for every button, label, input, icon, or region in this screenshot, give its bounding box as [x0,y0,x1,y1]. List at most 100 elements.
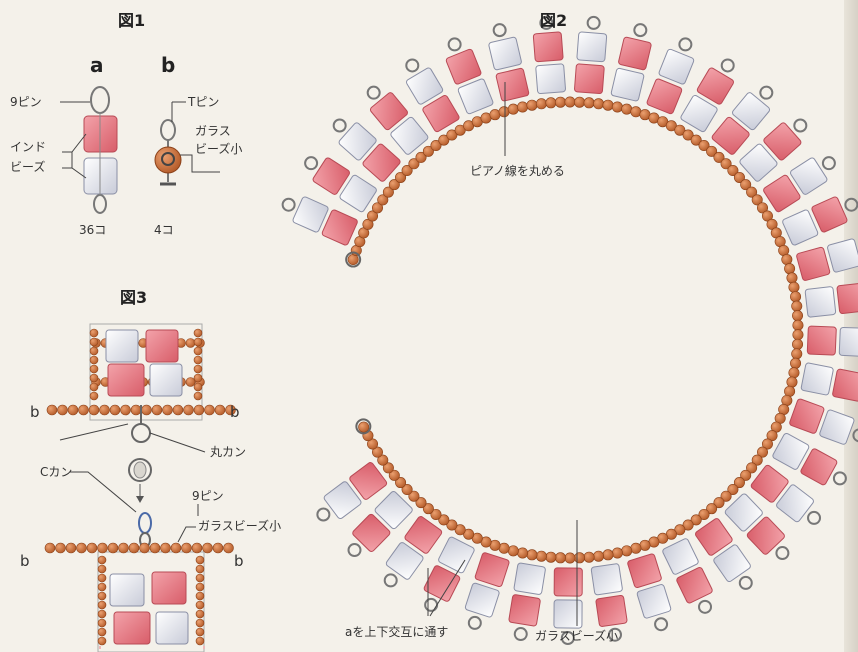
fig1-glass-beads-label-1: ガラス [195,124,231,138]
seed-bead [371,202,383,214]
seed-bead [358,421,370,433]
fig3-clasp [128,458,152,548]
seed-bead [151,404,163,416]
seed-bead [97,582,107,592]
seed-bead [382,462,394,474]
seed-bead [193,337,203,347]
wire-loop [345,251,362,268]
seed-bead [438,134,450,146]
seed-bead [193,373,203,383]
seed-bead [202,542,213,554]
component-a-dangle [724,493,790,561]
seed-bead [388,469,400,481]
seed-bead [118,542,129,554]
seed-bead [792,338,804,350]
seed-bead [545,551,557,563]
seed-bead [593,98,605,110]
seed-bead [120,404,131,416]
seed-bead [107,542,119,554]
seed-bead [191,542,203,554]
component-a-dangle [464,552,510,630]
seed-bead [193,355,203,365]
fig1-a-component [83,86,118,214]
component-a-dangle [763,156,836,213]
seed-bead [438,514,450,526]
fig2-alternate-label: aを上下交互に通す [345,625,449,639]
component-a-dangle [574,15,608,95]
seed-bead [621,545,633,557]
seed-bead [682,129,694,141]
component-a-dangle [316,462,388,522]
seed-bead [193,404,205,416]
seed-bead [86,542,98,554]
seed-bead [395,171,407,183]
seed-bead [602,99,614,111]
seed-bead [362,218,374,230]
seed-bead [97,636,107,646]
seed-bead [446,129,458,141]
seed-bead [792,329,804,341]
seed-bead [733,171,745,183]
fig2-glass-beads-label: ガラスビーズ小 [535,629,619,643]
seed-bead [225,404,236,416]
fig3-bottom-structure [44,542,234,652]
seed-bead [193,364,203,374]
seed-bead [67,404,79,416]
seed-bead [788,367,800,379]
seed-bead [76,542,87,554]
seed-bead [89,346,99,356]
component-a-dangle [405,58,460,133]
seed-bead [526,549,538,561]
fig3-b-left-top: b [30,403,40,421]
fig3-leader-lines [59,423,206,543]
seed-bead [422,503,434,515]
seed-bead [172,404,184,416]
seed-bead [720,158,732,170]
wire-loop [355,418,372,435]
seed-bead [128,542,140,554]
fig1-india-beads-label-1: インド [10,140,47,154]
component-a-dangle [488,23,530,102]
component-a-dangle [789,398,858,445]
fig3-title: 図3 [120,288,148,307]
fig1-glass-beads-label-2: ビーズ小 [195,142,243,156]
component-a-dangle [508,562,546,642]
seed-bead [706,145,718,157]
seed-bead [97,618,107,628]
seed-bead [377,194,389,206]
seed-bead [507,545,519,557]
seed-bead [422,145,434,157]
seed-bead [89,328,99,338]
seed-bead [181,542,192,554]
seed-bead [193,346,203,356]
component-a-dangle [711,85,774,155]
seed-bead [430,140,442,152]
seed-bead [690,514,702,526]
seed-bead [583,97,595,109]
seed-bead [89,382,99,392]
seed-bead [55,542,66,554]
component-a-dangle [796,238,858,281]
fig1-count-b: 4コ [154,223,174,237]
seed-bead [611,547,623,559]
component-a-dangle [590,563,628,642]
seed-bead [720,490,732,502]
seed-bead [698,508,710,520]
seed-bead [195,627,205,637]
seed-bead [89,355,99,365]
seed-bead [784,385,796,397]
seed-bead [761,210,773,222]
seed-bead [727,484,739,496]
seed-bead [761,438,773,450]
seed-bead [97,591,107,601]
seed-bead [630,542,642,554]
seed-bead [195,618,205,628]
seed-bead [408,490,420,502]
fig3-b-right-top: b [230,403,240,421]
seed-bead [97,600,107,610]
seed-bead [792,310,804,322]
seed-bead [621,103,633,115]
seed-bead [401,164,413,176]
seed-bead [408,158,420,170]
